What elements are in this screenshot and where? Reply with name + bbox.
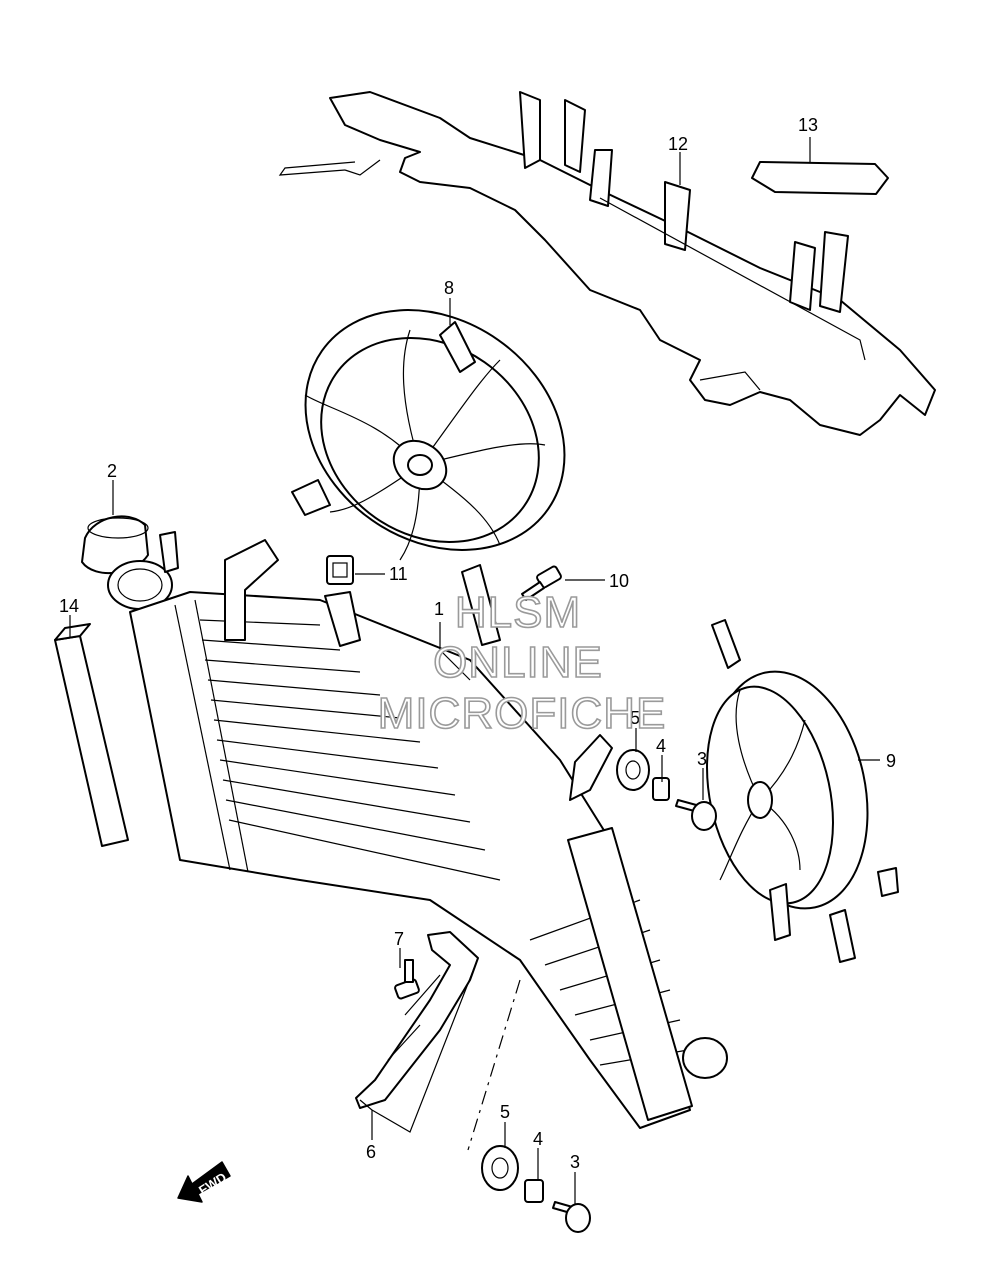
foam-strip-part [54, 623, 129, 847]
callout-5-upper: 5 [630, 708, 640, 728]
callout-11: 11 [389, 564, 408, 584]
callout-14: 14 [59, 596, 79, 616]
bolt-lower-part [552, 1201, 591, 1233]
radiator-cap-part [81, 515, 149, 575]
cover-pad-part [751, 161, 889, 195]
radiator-core-part [129, 539, 728, 1129]
callout-10: 10 [609, 571, 629, 591]
callout-labels: 1 2 3 3 4 4 5 5 6 7 8 9 10 11 12 13 14 [59, 115, 896, 1172]
callout-6: 6 [366, 1142, 376, 1162]
watermark-line-3: MICROFICHE [378, 689, 667, 738]
bracket-bolt-part [394, 959, 420, 1000]
callout-4-upper: 4 [656, 736, 666, 756]
fwd-arrow-icon [177, 1161, 231, 1203]
clip-nut-part [326, 555, 354, 585]
forward-direction-arrow: FWD [177, 1161, 231, 1203]
callout-9: 9 [886, 751, 896, 771]
upper-fan-assembly-part [291, 309, 566, 646]
bolt-upper-part [675, 799, 717, 831]
callout-2: 2 [107, 461, 117, 481]
callout-7: 7 [394, 929, 404, 949]
grommet-lower-part [481, 1145, 519, 1191]
callout-8: 8 [444, 278, 454, 298]
callout-1: 1 [434, 599, 444, 619]
watermark-line-2: ONLINE [433, 638, 603, 687]
fan-bolt-part [521, 565, 562, 601]
watermark-line-1: HLSM [455, 588, 581, 637]
collar-upper-part [652, 777, 670, 801]
radiator-cover-part [278, 91, 936, 436]
callout-13: 13 [798, 115, 818, 135]
callout-3-upper: 3 [697, 749, 707, 769]
lower-bracket-part [355, 931, 479, 1109]
callout-4-lower: 4 [533, 1129, 543, 1149]
leader-lines [69, 137, 880, 1205]
grommet-upper-part [616, 749, 650, 791]
lower-fan-assembly-part [706, 619, 899, 963]
callout-12: 12 [668, 134, 688, 154]
callout-3-lower: 3 [570, 1152, 580, 1172]
collar-lower-part [524, 1179, 544, 1203]
callout-5-lower: 5 [500, 1102, 510, 1122]
watermark: HLSM ONLINE MICROFICHE [377, 587, 667, 739]
